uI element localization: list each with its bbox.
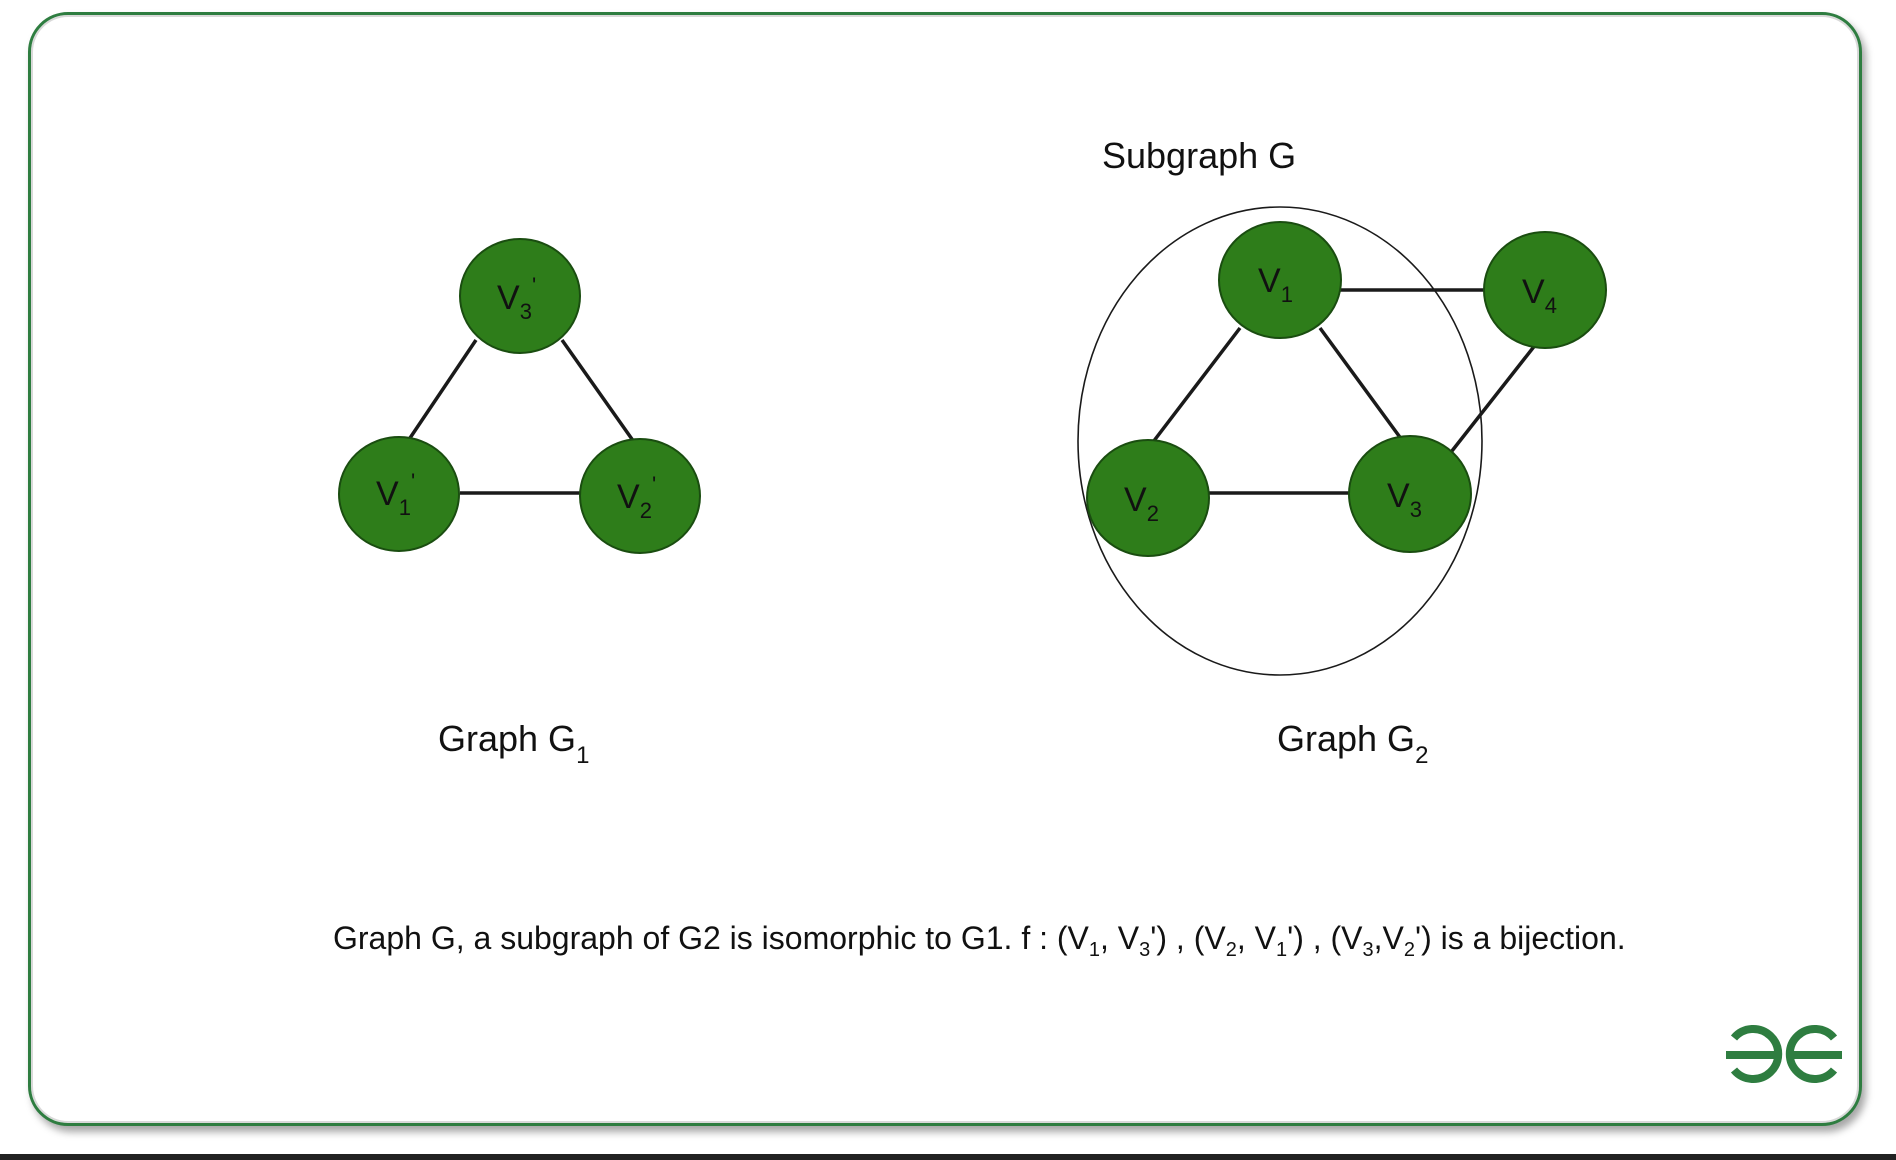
g2-node-v2: V2 bbox=[1086, 439, 1210, 557]
g2-edge-v1-v2 bbox=[1148, 326, 1242, 448]
svg-text:V3: V3 bbox=[1387, 477, 1422, 522]
svg-text:V2: V2 bbox=[1124, 481, 1159, 526]
g2-node-v3: V3 bbox=[1348, 435, 1472, 553]
svg-text:V2': V2' bbox=[617, 472, 656, 523]
g1-node-v3p: V3' bbox=[459, 238, 581, 354]
g2-node-v4: V4 bbox=[1483, 231, 1607, 349]
g1-node-v2p: V2' bbox=[579, 438, 701, 554]
subgraph-g-label: Subgraph G bbox=[1102, 135, 1296, 176]
svg-text:V1': V1' bbox=[376, 469, 415, 520]
graph-g1-label: Graph G1 bbox=[438, 718, 589, 769]
geeksforgeeks-logo-icon bbox=[1726, 1025, 1842, 1083]
graph-g2-label: Graph G2 bbox=[1277, 718, 1428, 769]
g2-node-v1: V1 bbox=[1218, 221, 1342, 339]
g1-edge-v3p-v1p bbox=[408, 339, 478, 439]
g2-edge-v3-v4 bbox=[1446, 342, 1538, 458]
svg-text:V4: V4 bbox=[1522, 273, 1557, 318]
bottom-border bbox=[0, 1154, 1896, 1160]
svg-text:V3': V3' bbox=[497, 273, 536, 324]
caption-text: Graph G, a subgraph of G2 is isomorphic … bbox=[333, 920, 1626, 961]
g1-edge-v3p-v2p bbox=[560, 338, 636, 444]
diagram-frame bbox=[28, 12, 1862, 1126]
svg-text:V1: V1 bbox=[1258, 262, 1293, 307]
g2-edge-v1-v3 bbox=[1318, 326, 1404, 442]
g1-node-v1p: V1' bbox=[338, 436, 460, 552]
subgraph-ellipse bbox=[1077, 206, 1483, 676]
